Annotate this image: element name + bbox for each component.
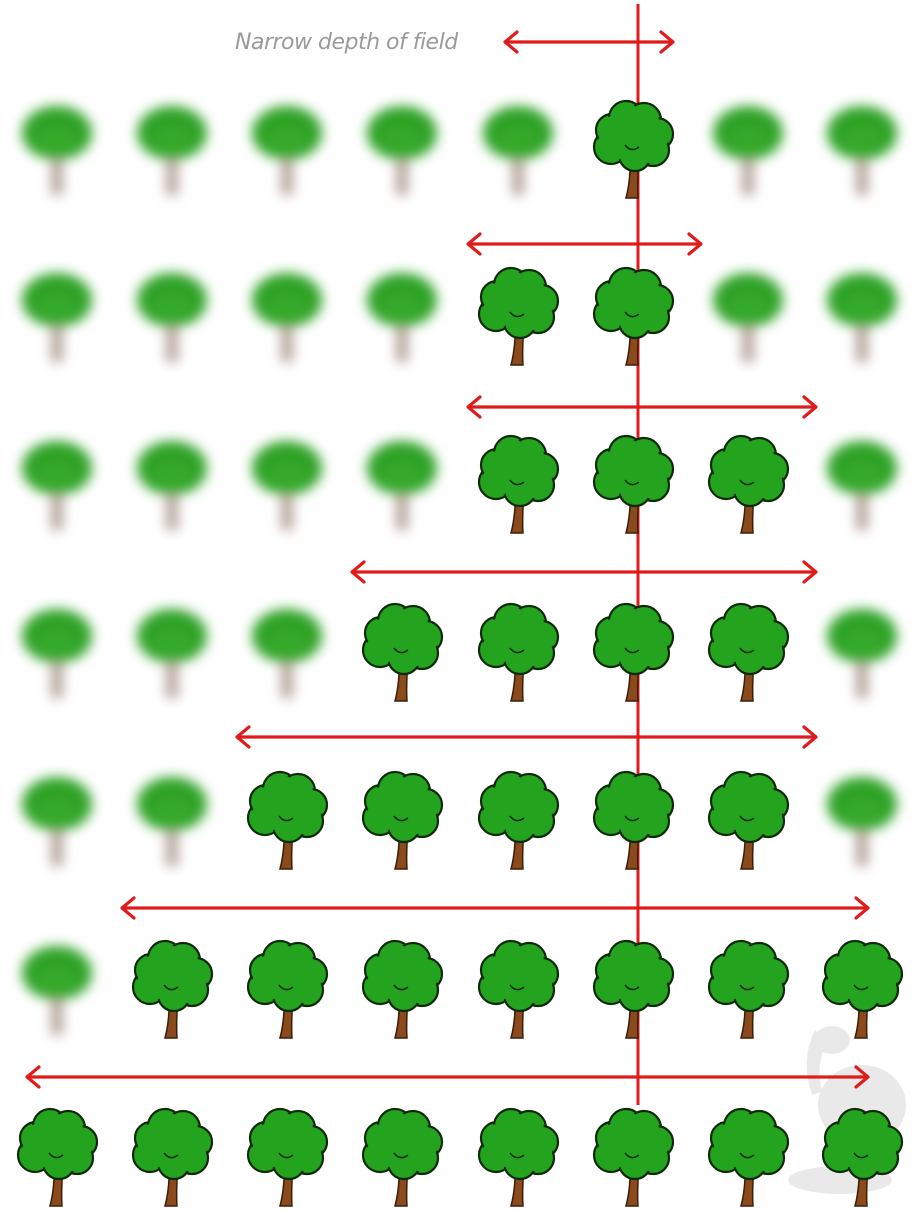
- depth-of-field-arrow: [120, 896, 870, 920]
- blurred-tree-icon: [252, 609, 322, 698]
- depth-of-field-arrow: [25, 1065, 870, 1089]
- tree-icon: [821, 939, 904, 1039]
- tree-icon: [592, 266, 675, 366]
- tree-icon: [361, 939, 444, 1039]
- blurred-tree-icon: [22, 441, 92, 530]
- blurred-tree-icon: [252, 106, 322, 195]
- blurred-tree-icon: [22, 777, 92, 866]
- blurred-tree-icon: [713, 273, 783, 362]
- blurred-tree-icon: [137, 441, 207, 530]
- blurred-tree-icon: [827, 441, 897, 530]
- blurred-tree-icon: [252, 273, 322, 362]
- tree-grid: [16, 99, 904, 1207]
- blurred-tree-icon: [827, 609, 897, 698]
- tree-icon: [131, 939, 214, 1039]
- tree-icon: [592, 1107, 675, 1207]
- depth-arrows: [25, 30, 870, 1089]
- blurred-tree-icon: [22, 106, 92, 195]
- tree-icon: [477, 434, 560, 534]
- tree-icon: [707, 939, 790, 1039]
- depth-of-field-arrow: [503, 30, 675, 54]
- tree-icon: [246, 1107, 329, 1207]
- tree-icon: [477, 770, 560, 870]
- tree-icon: [16, 1107, 99, 1207]
- blurred-tree-icon: [137, 777, 207, 866]
- tree-icon: [361, 602, 444, 702]
- tree-icon: [361, 1107, 444, 1207]
- tree-icon: [592, 939, 675, 1039]
- diagram-label: Narrow depth of field: [235, 30, 459, 55]
- tree-icon: [821, 1107, 904, 1207]
- tree-icon: [477, 602, 560, 702]
- blurred-tree-icon: [137, 273, 207, 362]
- blurred-tree-icon: [137, 609, 207, 698]
- tree-icon: [707, 770, 790, 870]
- tree-icon: [707, 434, 790, 534]
- depth-of-field-arrow: [466, 232, 703, 256]
- blurred-tree-icon: [713, 106, 783, 195]
- tree-icon: [477, 939, 560, 1039]
- blurred-tree-icon: [22, 946, 92, 1035]
- tree-icon: [361, 770, 444, 870]
- blurred-tree-icon: [22, 609, 92, 698]
- blurred-tree-icon: [137, 106, 207, 195]
- tree-icon: [592, 99, 675, 199]
- blurred-tree-icon: [252, 441, 322, 530]
- tree-icon: [246, 939, 329, 1039]
- depth-of-field-arrow: [350, 560, 818, 584]
- tree-icon: [707, 602, 790, 702]
- tree-icon: [246, 770, 329, 870]
- tree-icon: [592, 434, 675, 534]
- depth-of-field-arrow: [235, 725, 818, 749]
- blurred-tree-icon: [827, 777, 897, 866]
- blurred-tree-icon: [367, 441, 437, 530]
- tree-icon: [131, 1107, 214, 1207]
- tree-icon: [592, 770, 675, 870]
- tree-icon: [707, 1107, 790, 1207]
- tree-icon: [477, 266, 560, 366]
- blurred-tree-icon: [367, 273, 437, 362]
- tree-icon: [592, 602, 675, 702]
- blurred-tree-icon: [827, 273, 897, 362]
- blurred-tree-icon: [827, 106, 897, 195]
- blurred-tree-icon: [367, 106, 437, 195]
- depth-of-field-arrow: [466, 395, 818, 419]
- tree-icon: [477, 1107, 560, 1207]
- blurred-tree-icon: [22, 273, 92, 362]
- blurred-tree-icon: [483, 106, 553, 195]
